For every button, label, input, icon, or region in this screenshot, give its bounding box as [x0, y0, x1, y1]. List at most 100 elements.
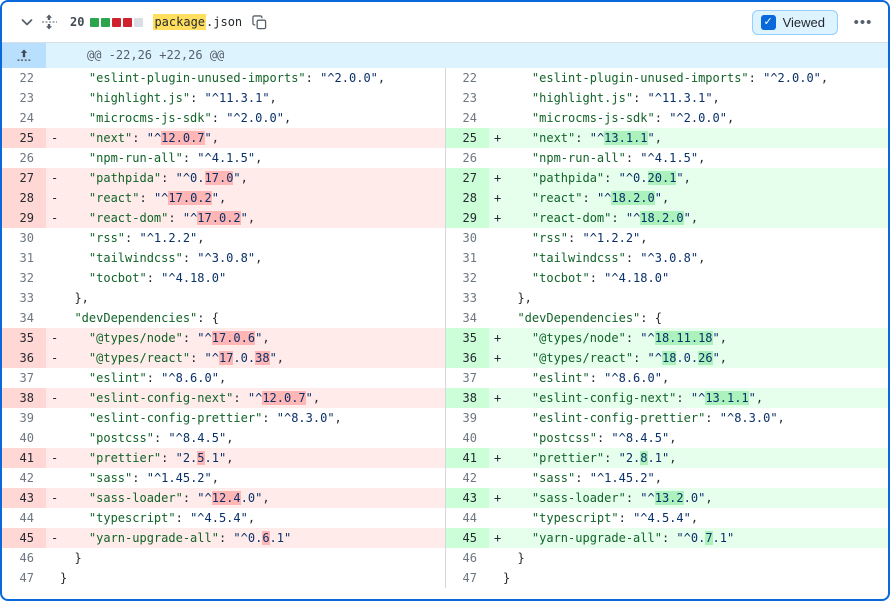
left-code-line: - "@types/react": "^17.0.38", [46, 348, 445, 368]
diff-row: 39 "eslint-config-prettier": "^8.3.0",39… [2, 408, 888, 428]
right-line-number[interactable]: 30 [445, 228, 489, 248]
left-code-line: "tocbot": "^4.18.0" [46, 268, 445, 288]
file-name-extension: .json [206, 15, 243, 29]
collapse-file-button[interactable] [16, 11, 38, 33]
right-code-line: + "pathpida": "^0.20.1", [489, 168, 888, 188]
right-line-number[interactable]: 42 [445, 468, 489, 488]
diff-row: 45- "yarn-upgrade-all": "^0.6.1"45+ "yar… [2, 528, 888, 548]
right-line-number[interactable]: 24 [445, 108, 489, 128]
right-line-number[interactable]: 45 [445, 528, 489, 548]
right-line-number[interactable]: 35 [445, 328, 489, 348]
right-line-number[interactable]: 26 [445, 148, 489, 168]
right-line-number[interactable]: 44 [445, 508, 489, 528]
right-code-line: + "react": "^18.2.0", [489, 188, 888, 208]
right-code-line: "eslint-plugin-unused-imports": "^2.0.0"… [489, 68, 888, 88]
right-line-number[interactable]: 37 [445, 368, 489, 388]
right-code-line: "tocbot": "^4.18.0" [489, 268, 888, 288]
left-line-number[interactable]: 25 [2, 128, 46, 148]
right-line-number[interactable]: 38 [445, 388, 489, 408]
diffstat [90, 17, 144, 27]
right-code-line: + "prettier": "2.8.1", [489, 448, 888, 468]
right-line-number[interactable]: 41 [445, 448, 489, 468]
left-line-number[interactable]: 45 [2, 528, 46, 548]
viewed-checkbox-icon: ✓ [760, 14, 776, 30]
left-line-number[interactable]: 46 [2, 548, 46, 568]
left-line-number[interactable]: 23 [2, 88, 46, 108]
diff-marker: + [494, 331, 502, 345]
left-code-line: "eslint-plugin-unused-imports": "^2.0.0"… [46, 68, 445, 88]
left-code-line: - "pathpida": "^0.17.0", [46, 168, 445, 188]
right-line-number[interactable]: 22 [445, 68, 489, 88]
left-line-number[interactable]: 39 [2, 408, 46, 428]
left-code-line: } [46, 568, 445, 588]
right-code-line: "devDependencies": { [489, 308, 888, 328]
left-code-line: - "react": "^17.0.2", [46, 188, 445, 208]
right-line-number[interactable]: 43 [445, 488, 489, 508]
left-line-number[interactable]: 33 [2, 288, 46, 308]
right-line-number[interactable]: 27 [445, 168, 489, 188]
left-line-number[interactable]: 38 [2, 388, 46, 408]
left-line-number[interactable]: 28 [2, 188, 46, 208]
left-code-line: } [46, 548, 445, 568]
left-line-number[interactable]: 32 [2, 268, 46, 288]
left-line-number[interactable]: 47 [2, 568, 46, 588]
right-code-line: + "@types/node": "^18.11.18", [489, 328, 888, 348]
right-line-number[interactable]: 46 [445, 548, 489, 568]
left-line-number[interactable]: 22 [2, 68, 46, 88]
left-line-number[interactable]: 43 [2, 488, 46, 508]
diff-row: 22 "eslint-plugin-unused-imports": "^2.0… [2, 68, 888, 88]
right-line-number[interactable]: 25 [445, 128, 489, 148]
expand-all-hunks-button[interactable] [38, 11, 60, 33]
right-code-line: "postcss": "^8.4.5", [489, 428, 888, 448]
left-line-number[interactable]: 40 [2, 428, 46, 448]
left-line-number[interactable]: 27 [2, 168, 46, 188]
left-line-number[interactable]: 37 [2, 368, 46, 388]
right-line-number[interactable]: 40 [445, 428, 489, 448]
right-line-number[interactable]: 34 [445, 308, 489, 328]
file-name: package.json [153, 14, 243, 30]
diff-marker: + [494, 171, 502, 185]
right-code-line: "npm-run-all": "^4.1.5", [489, 148, 888, 168]
left-line-number[interactable]: 41 [2, 448, 46, 468]
diff-marker: + [494, 391, 502, 405]
viewed-toggle[interactable]: ✓ Viewed [751, 9, 838, 35]
right-line-number[interactable]: 28 [445, 188, 489, 208]
left-line-number[interactable]: 44 [2, 508, 46, 528]
right-line-number[interactable]: 33 [445, 288, 489, 308]
right-line-number[interactable]: 47 [445, 568, 489, 588]
diff-marker: + [494, 351, 502, 365]
diffstat-block-del [123, 17, 133, 27]
right-code-line: "tailwindcss": "^3.0.8", [489, 248, 888, 268]
file-options-button[interactable]: ••• [848, 11, 878, 33]
left-line-number[interactable]: 26 [2, 148, 46, 168]
diff-row: 41- "prettier": "2.5.1",41+ "prettier": … [2, 448, 888, 468]
left-line-number[interactable]: 24 [2, 108, 46, 128]
left-code-line: "microcms-js-sdk": "^2.0.0", [46, 108, 445, 128]
right-line-number[interactable]: 23 [445, 88, 489, 108]
copy-file-path-button[interactable] [248, 11, 270, 33]
left-line-number[interactable]: 31 [2, 248, 46, 268]
left-line-number[interactable]: 35 [2, 328, 46, 348]
right-line-number[interactable]: 32 [445, 268, 489, 288]
copy-icon [251, 14, 266, 29]
right-code-line: "sass": "^1.45.2", [489, 468, 888, 488]
left-code-line: "postcss": "^8.4.5", [46, 428, 445, 448]
right-line-number[interactable]: 29 [445, 208, 489, 228]
expand-up-button[interactable] [2, 43, 46, 68]
left-line-number[interactable]: 34 [2, 308, 46, 328]
diff-marker: - [51, 171, 59, 185]
left-code-line: - "prettier": "2.5.1", [46, 448, 445, 468]
left-line-number[interactable]: 30 [2, 228, 46, 248]
left-line-number[interactable]: 42 [2, 468, 46, 488]
left-line-number[interactable]: 36 [2, 348, 46, 368]
diff-marker: - [51, 531, 59, 545]
right-line-number[interactable]: 36 [445, 348, 489, 368]
diff-row: 24 "microcms-js-sdk": "^2.0.0",24 "micro… [2, 108, 888, 128]
diff-row: 27- "pathpida": "^0.17.0",27+ "pathpida"… [2, 168, 888, 188]
right-line-number[interactable]: 31 [445, 248, 489, 268]
right-line-number[interactable]: 39 [445, 408, 489, 428]
diff-marker: + [494, 451, 502, 465]
diff-marker: - [51, 391, 59, 405]
left-line-number[interactable]: 29 [2, 208, 46, 228]
diff-row: 32 "tocbot": "^4.18.0"32 "tocbot": "^4.1… [2, 268, 888, 288]
